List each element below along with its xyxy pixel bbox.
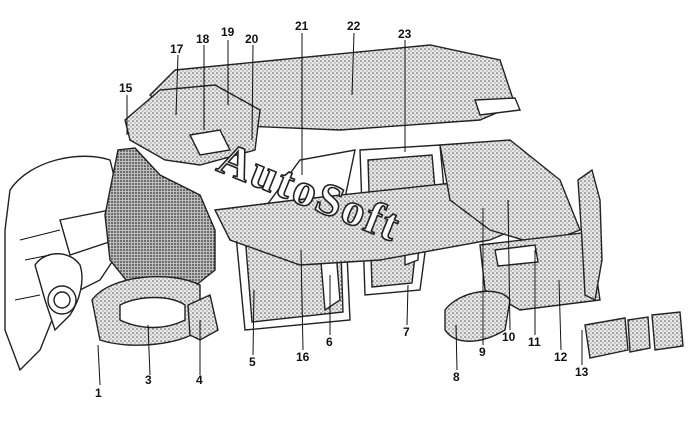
callout-10: 10 xyxy=(502,330,516,344)
rear-pads-group xyxy=(584,311,684,359)
callout-23: 23 xyxy=(398,27,412,41)
callout-20: 20 xyxy=(245,32,259,46)
callout-21: 21 xyxy=(295,19,309,33)
callout-7: 7 xyxy=(403,325,410,339)
callout-16: 16 xyxy=(296,350,310,364)
callout-1: 1 xyxy=(95,386,102,400)
callout-12: 12 xyxy=(554,350,568,364)
pillar-trim-part xyxy=(577,168,603,302)
leader-lines xyxy=(97,32,583,386)
callout-3: 3 xyxy=(145,373,152,387)
callout-labels: 1 3 4 5 16 6 7 8 9 10 11 12 13 15 17 18 … xyxy=(95,19,589,400)
callout-17: 17 xyxy=(170,42,184,56)
callout-9: 9 xyxy=(479,345,486,359)
callout-4: 4 xyxy=(196,373,203,387)
callout-15: 15 xyxy=(119,81,133,95)
callout-18: 18 xyxy=(196,32,210,46)
callout-13: 13 xyxy=(575,365,589,379)
callout-6: 6 xyxy=(326,335,333,349)
callout-5: 5 xyxy=(249,355,256,369)
wheel-arch-rear-part xyxy=(444,290,511,342)
callout-22: 22 xyxy=(347,19,361,33)
callout-8: 8 xyxy=(453,370,460,384)
dash-insulation-part xyxy=(104,147,216,301)
pad-part-4 xyxy=(187,294,219,341)
callout-19: 19 xyxy=(221,25,235,39)
engine-bay-outline xyxy=(4,155,121,372)
callout-11: 11 xyxy=(528,335,541,349)
